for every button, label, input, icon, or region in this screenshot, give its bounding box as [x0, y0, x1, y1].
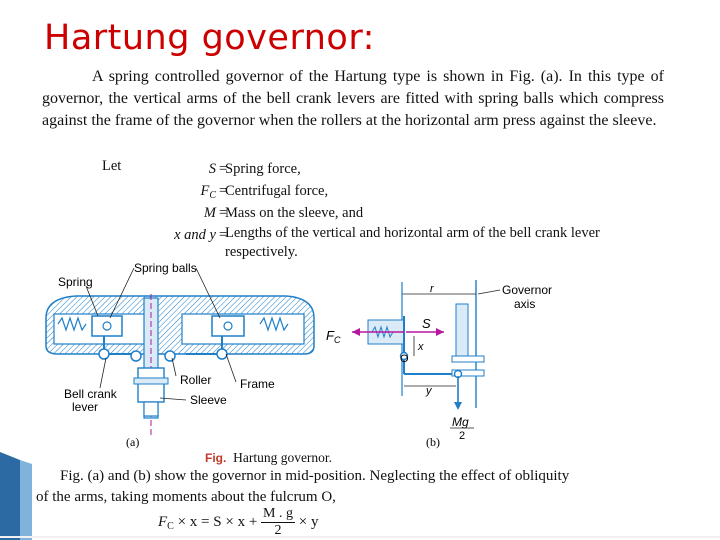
figure-caption-text: Hartung governor.	[233, 450, 333, 465]
label-two: 2	[459, 430, 465, 442]
body-line: of the arms, taking moments about the fu…	[36, 489, 336, 505]
label-o: O	[400, 353, 409, 365]
body-line: Fig. (a) and (b) show the governor in mi…	[60, 468, 570, 484]
definition-equals: =	[219, 227, 228, 243]
label-fc: FC	[326, 328, 341, 345]
definition-text: Lengths of the vertical and horizontal a…	[225, 225, 600, 260]
label-s: S	[422, 316, 431, 331]
intro-paragraph: A spring controlled governor of the Hart…	[42, 68, 664, 129]
let-word: Let	[102, 158, 122, 174]
body-text: Fig. (a) and (b) show the governor in mi…	[36, 466, 644, 508]
label-lever: lever	[72, 400, 98, 414]
label-bell-crank: Bell crank	[64, 387, 118, 401]
figure-a-hartung-governor: Spring Spring balls Roller Frame Bell cr…	[45, 261, 315, 449]
decorative-stripe	[0, 452, 32, 540]
label-frame: Frame	[240, 377, 275, 391]
definition-text: Spring force,	[225, 161, 301, 177]
definition-symbol: S	[208, 161, 216, 177]
figure-b-force-diagram: r x O y FC S Mg 2 Governor axis (b)	[326, 280, 552, 449]
figure-caption: Fig. Hartung governor.	[205, 450, 332, 466]
definition-equals: =	[219, 205, 228, 221]
moment-equation: FC × x = S × x + M . g 2 × y	[158, 506, 319, 538]
label-mg: Mg	[452, 415, 469, 429]
caption-b: (b)	[426, 435, 440, 449]
label-axis: axis	[514, 297, 535, 311]
caption-a: (a)	[126, 435, 139, 449]
label-governor: Governor	[502, 283, 552, 297]
label-sleeve: Sleeve	[190, 393, 227, 407]
label-x: x	[417, 341, 424, 353]
definition-equals: =	[219, 161, 228, 177]
definition-symbol: x and y	[174, 227, 216, 243]
bottom-divider	[0, 536, 720, 538]
fraction: M . g 2	[261, 506, 295, 538]
definition-text: Mass on the sleeve, and	[225, 205, 364, 221]
label-y: y	[425, 385, 433, 397]
label-r: r	[430, 283, 435, 295]
label-spring-balls: Spring balls	[134, 261, 197, 275]
label-spring: Spring	[58, 275, 93, 289]
label-roller: Roller	[180, 373, 211, 387]
definition-symbol: FC	[200, 183, 216, 201]
slide-title: Hartung governor:	[44, 18, 375, 58]
definition-symbol: M	[203, 205, 216, 221]
figure-label: Fig.	[205, 451, 227, 465]
definition-text: Centrifugal force,	[225, 183, 329, 199]
definition-equals: =	[219, 183, 228, 199]
